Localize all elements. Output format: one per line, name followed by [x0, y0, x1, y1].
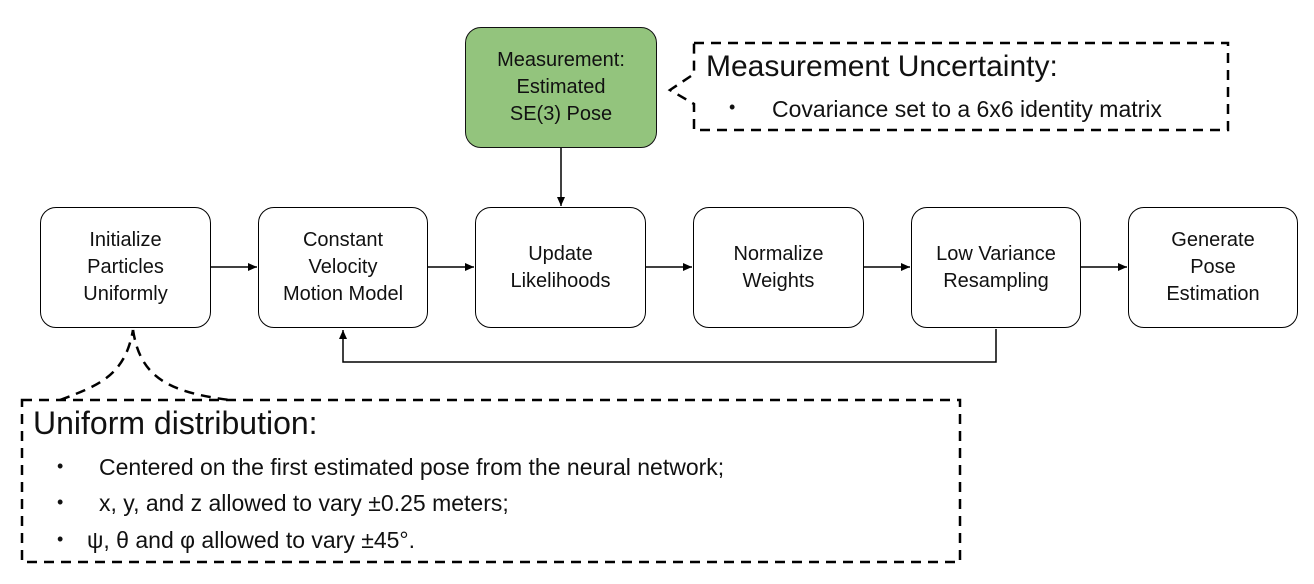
uniform-distribution-bullet: ψ, θ and φ allowed to vary ±45°. — [87, 527, 416, 553]
generate-pose-label: Generate Pose Estimation — [1166, 229, 1260, 305]
uniform-distribution-bullet: x, y, and z allowed to vary ±0.25 meters… — [99, 490, 509, 516]
update-likelihoods-label: Update Likelihoods — [510, 242, 611, 292]
measurement-uncertainty-callout-border — [667, 41, 1230, 132]
normalize-weights-node: Normalize Weights — [693, 207, 864, 328]
initialize-particles-label: Initialize Particles Uniformly — [83, 229, 168, 305]
uniform-distribution-bullet-dot: • — [57, 456, 64, 476]
generate-pose-node: Generate Pose Estimation — [1128, 207, 1298, 328]
motion-model-label: Constant Velocity Motion Model — [282, 229, 404, 305]
measurement-uncertainty-title: Measurement Uncertainty: — [706, 50, 1058, 83]
arrow-resample-loop-to-motion — [339, 329, 997, 363]
measurement-node: Measurement: Estimated SE(3) Pose — [465, 27, 657, 148]
uniform-distribution-bullet-dot: • — [57, 529, 64, 549]
normalize-weights-label: Normalize Weights — [733, 242, 824, 292]
measurement-node-label: Measurement: Estimated SE(3) Pose — [497, 49, 625, 125]
uniform-distribution-bullet: Centered on the first estimated pose fro… — [99, 454, 725, 480]
uniform-distribution-callout-border — [20, 398, 962, 564]
uniform-distribution-callout-pointer-left — [59, 329, 135, 402]
uniform-distribution-callout-pointer-right — [131, 329, 231, 402]
uniform-distribution-title: Uniform distribution: — [33, 405, 318, 441]
low-variance-resampling-node: Low Variance Resampling — [911, 207, 1081, 328]
low-variance-resampling-label: Low Variance Resampling — [936, 242, 1056, 292]
measurement-uncertainty-bullet-dot: • — [729, 97, 736, 117]
update-likelihoods-node: Update Likelihoods — [475, 207, 646, 328]
initialize-particles-node: Initialize Particles Uniformly — [40, 207, 211, 328]
measurement-uncertainty-bullet: Covariance set to a 6x6 identity matrix — [772, 96, 1162, 122]
uniform-distribution-bullet-dot: • — [57, 492, 64, 512]
motion-model-node: Constant Velocity Motion Model — [258, 207, 428, 328]
